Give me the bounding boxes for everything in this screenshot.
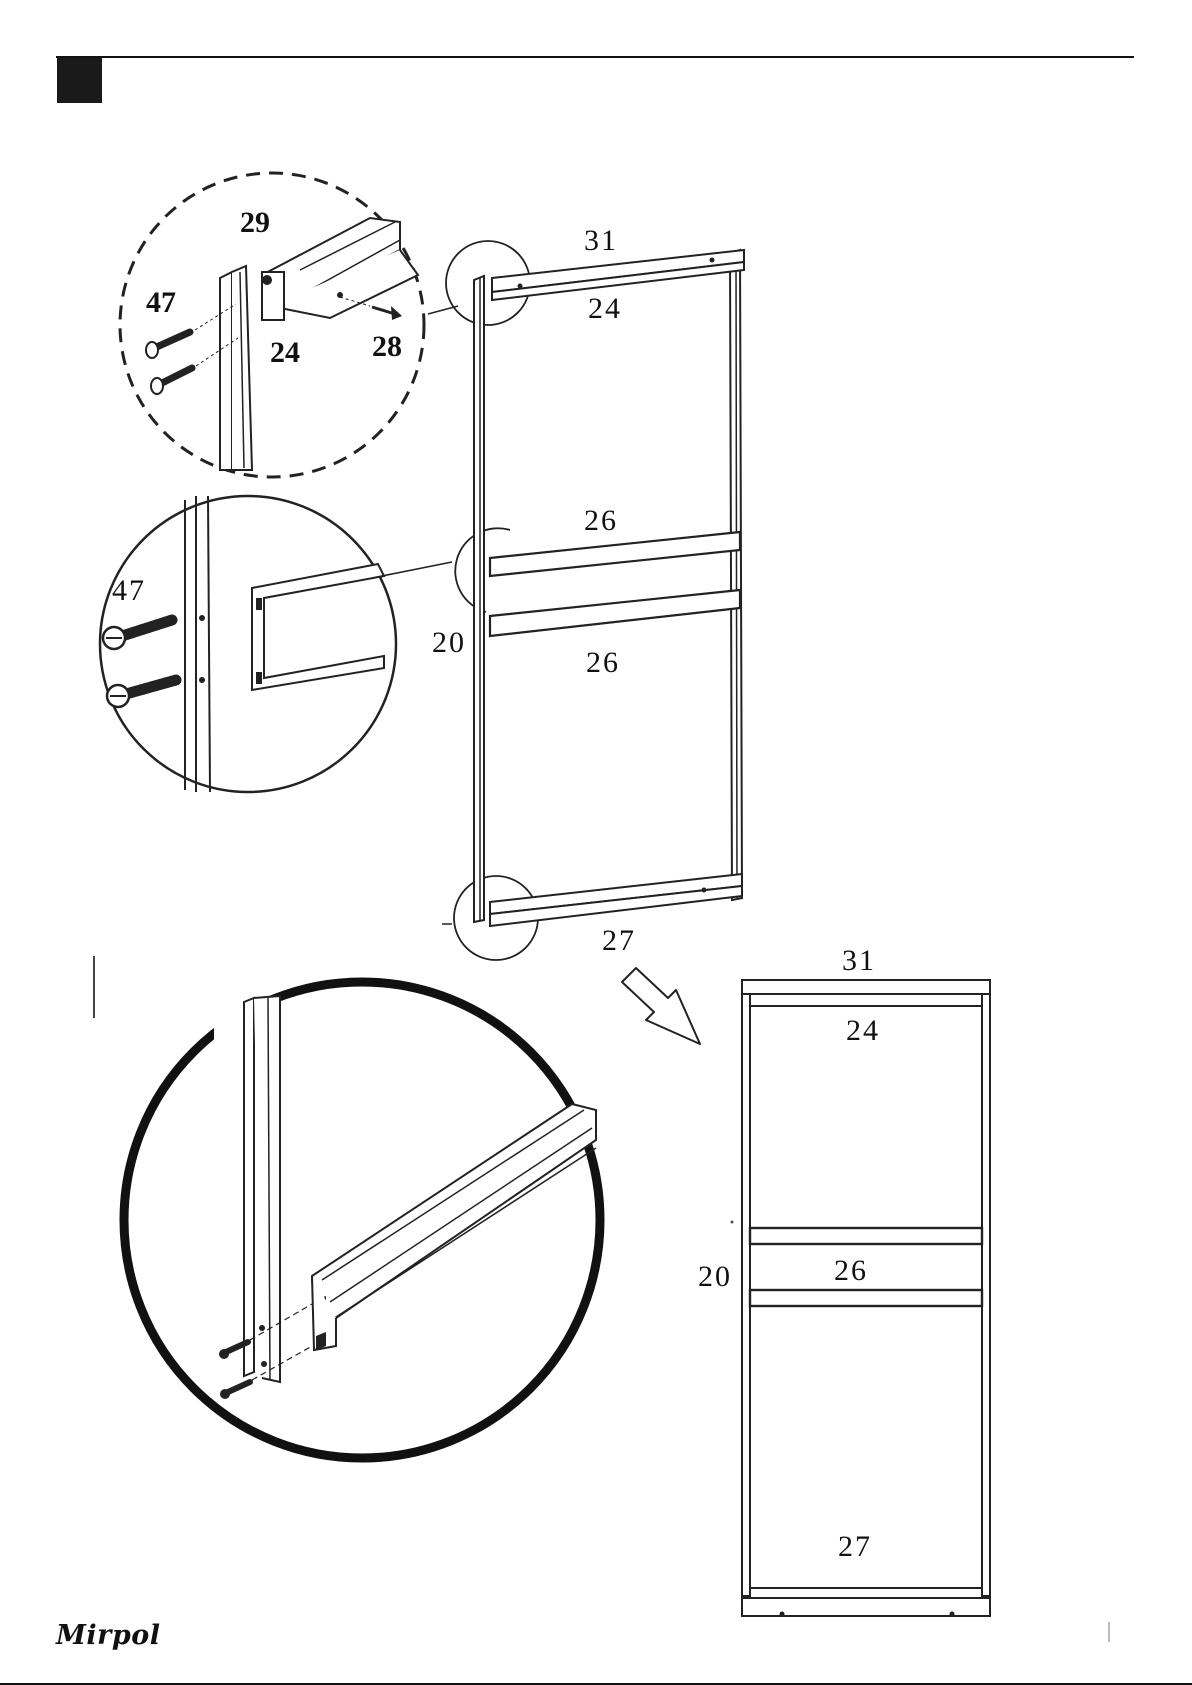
- label-27-main: 27: [602, 924, 636, 957]
- label-31-result: 31: [842, 944, 876, 977]
- label-20-main: 20: [432, 626, 466, 659]
- label-20-result: 20: [698, 1260, 732, 1293]
- leader-line-middle: [372, 562, 452, 578]
- label-26-main-upper: 26: [584, 504, 618, 537]
- label-31-main: 31: [584, 224, 618, 257]
- label-24-main: 24: [588, 292, 622, 325]
- frame-main: 31 24 26 20 26 27: [432, 224, 744, 960]
- screw-47-c: [103, 620, 172, 649]
- page-tick: [1108, 1622, 1110, 1642]
- label-26-main-lower: 26: [586, 646, 620, 679]
- frame-result: 31 24 20 26 27: [698, 944, 990, 1617]
- label-29: 29: [240, 206, 270, 239]
- detail-middle-connection: 47: [100, 496, 396, 792]
- label-47-top: 47: [146, 286, 176, 319]
- label-26-result: 26: [834, 1254, 868, 1287]
- screw-47-d: [107, 680, 176, 707]
- direction-arrow: [622, 968, 700, 1044]
- label-28: 28: [372, 330, 402, 363]
- label-24-detail: 24: [270, 336, 300, 369]
- label-27-result: 27: [838, 1530, 872, 1563]
- brand-logo: Mirpol: [56, 1620, 161, 1651]
- detail-top-connection: 29 47 24 28: [120, 173, 424, 477]
- label-47-middle: 47: [112, 574, 146, 607]
- label-24-result: 24: [846, 1014, 880, 1047]
- detail-bottom-connection: [124, 982, 600, 1458]
